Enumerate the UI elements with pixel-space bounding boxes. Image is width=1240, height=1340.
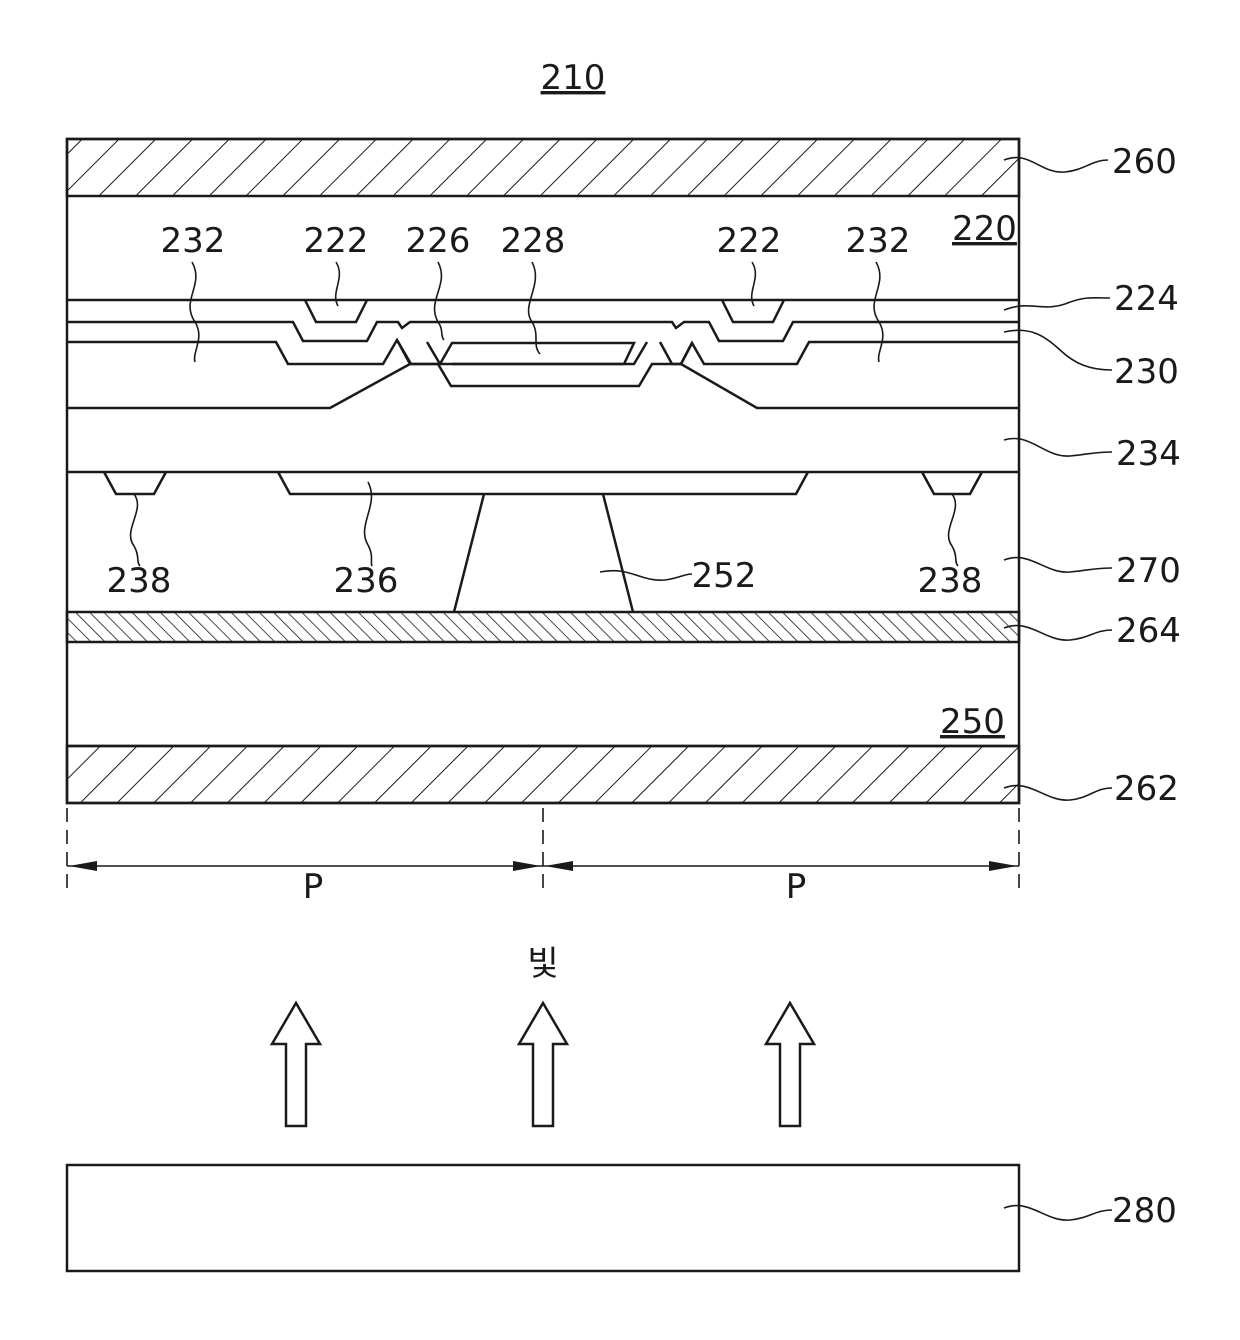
layer-264-hatched — [67, 612, 1019, 642]
label-222-left: 222 — [304, 221, 369, 261]
figure-reference-210: 210 — [541, 58, 606, 98]
label-226: 226 — [406, 221, 471, 261]
layer-260-top-polarizer — [67, 139, 1019, 196]
layer-232-boundary — [67, 364, 410, 408]
light-arrow-icon — [766, 1003, 814, 1126]
spacer-252 — [454, 494, 633, 612]
label-262: 262 — [1114, 769, 1179, 809]
leader-lines — [131, 158, 1112, 1221]
label-238-left: 238 — [107, 561, 172, 601]
label-270: 270 — [1116, 551, 1181, 591]
layer-262-bottom-polarizer — [67, 746, 1019, 803]
label-232-left: 232 — [161, 221, 226, 261]
backlight-280 — [67, 1165, 1019, 1271]
label-228: 228 — [501, 221, 566, 261]
label-222-right: 222 — [717, 221, 782, 261]
light-label: 빛 — [527, 944, 558, 984]
label-252: 252 — [692, 556, 757, 596]
light-arrow-icon — [519, 1003, 567, 1126]
label-238-right: 238 — [918, 561, 983, 601]
label-234: 234 — [1116, 434, 1181, 474]
label-220: 220 — [952, 209, 1017, 249]
label-264: 264 — [1116, 611, 1181, 651]
layer-230-boundary — [67, 340, 634, 364]
layer-230-boundary-right — [660, 342, 1019, 364]
label-260: 260 — [1112, 142, 1177, 182]
layer-224-boundary — [67, 322, 1019, 341]
label-230: 230 — [1114, 352, 1179, 392]
electrode-236 — [278, 472, 808, 494]
label-232-right: 232 — [846, 221, 911, 261]
pitch-label-right: P — [786, 867, 807, 907]
pitch-label-left: P — [303, 867, 324, 907]
label-236: 236 — [334, 561, 399, 601]
label-280: 280 — [1112, 1191, 1177, 1231]
light-block-238-left — [104, 472, 166, 494]
label-250: 250 — [940, 702, 1005, 742]
light-arrow-icon — [272, 1003, 320, 1126]
label-224: 224 — [1114, 279, 1179, 319]
layer-232-boundary-right — [681, 364, 1019, 408]
light-block-238-right — [922, 472, 982, 494]
pitch-dimension — [67, 808, 1019, 895]
